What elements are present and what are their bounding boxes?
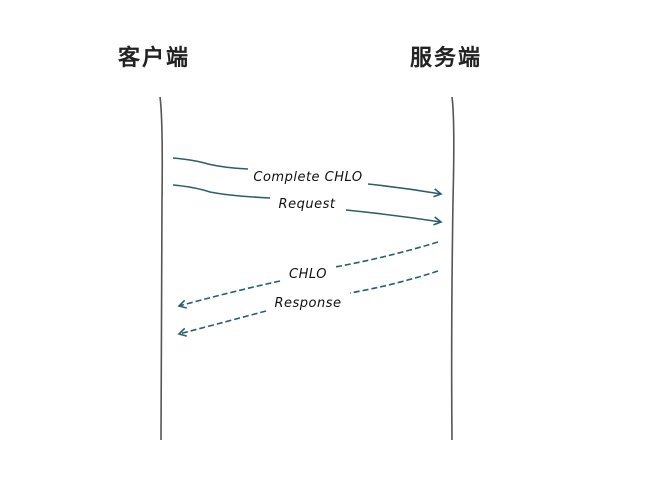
message-label-response: Response (274, 296, 342, 311)
arrow-request-b (345, 209, 443, 226)
arrow-response-a (349, 270, 439, 294)
arrow-complete-chlo-a (172, 157, 249, 170)
server-actor-label: 服务端 (410, 46, 483, 71)
client-lifeline (159, 96, 164, 441)
arrow-chlo-b (177, 280, 281, 309)
arrow-request-a (172, 184, 271, 199)
message-label-request: Request (278, 197, 336, 212)
message-label-complete-chlo: Complete CHLO (253, 170, 363, 185)
client-actor-label: 客户端 (118, 46, 191, 71)
arrow-response-b (177, 310, 267, 337)
message-label-chlo: CHLO (289, 267, 327, 282)
arrow-chlo-a (334, 241, 439, 268)
server-lifeline (450, 96, 455, 441)
arrow-complete-chlo-b (367, 183, 443, 198)
